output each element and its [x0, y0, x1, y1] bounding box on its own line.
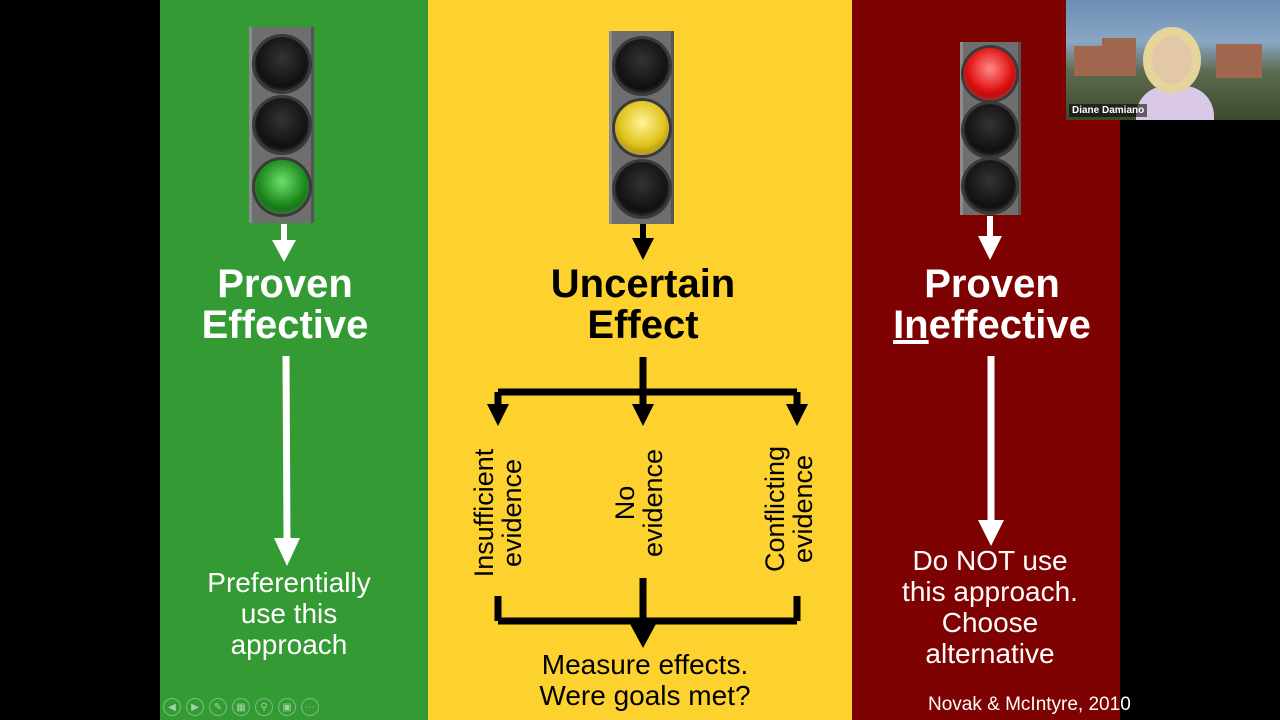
participant-body — [1136, 86, 1214, 120]
slides-icon[interactable]: ▦ — [232, 698, 250, 716]
citation: Novak & McIntyre, 2010 — [928, 694, 1131, 715]
more-icon[interactable]: ⋯ — [301, 698, 319, 716]
next-icon[interactable]: ▶ — [186, 698, 204, 716]
uncertain-effect-heading: Uncertain Effect — [550, 262, 736, 347]
proven-effective-heading: Proven Effective — [201, 262, 369, 347]
branch-conflicting-evidence: Conflicting evidence — [760, 445, 818, 573]
traffic-light-yellow-icon — [609, 31, 674, 224]
participant-avatar — [1152, 36, 1192, 84]
traffic-light-red-icon — [960, 42, 1021, 215]
subtitle-icon[interactable]: ▣ — [278, 698, 296, 716]
branch-insufficient-evidence: Insufficient evidence — [469, 448, 527, 578]
proven-effective-advice: Preferentially use this approach — [207, 567, 371, 660]
previous-icon[interactable]: ◀ — [163, 698, 181, 716]
zoom-icon[interactable]: ⚲ — [255, 698, 273, 716]
underlined-prefix: In — [893, 303, 929, 347]
measure-effects-text: Measure effects. Were goals met? — [539, 649, 751, 711]
pen-icon[interactable]: ✎ — [209, 698, 227, 716]
proven-ineffective-heading: Proven Ineffective — [893, 262, 1091, 347]
proven-ineffective-advice: Do NOT use this approach. Choose alterna… — [902, 545, 1078, 669]
participant-video-tile[interactable]: Diane Damiano — [1066, 0, 1280, 120]
branch-no-evidence: No evidence — [610, 448, 668, 558]
slideshow-toolbar: ◀ ▶ ✎ ▦ ⚲ ▣ ⋯ — [163, 698, 319, 716]
traffic-light-green-icon — [249, 27, 314, 223]
participant-name: Diane Damiano — [1069, 104, 1148, 117]
